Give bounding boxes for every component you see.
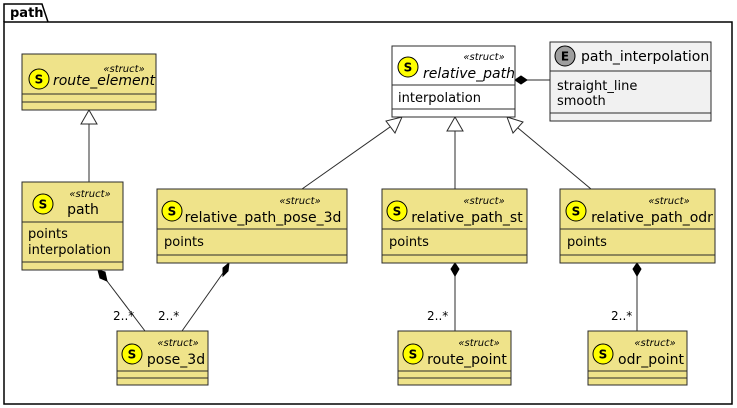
class-name: odr_point [618,352,684,368]
stereotype-label: «struct» [458,338,499,349]
class-name: route_element [53,73,156,89]
multiplicity-labels: 2..* 2..* 2..* 2..* [113,309,632,323]
class-name: route_point [427,352,507,368]
stereotype-label: «struct» [157,338,198,349]
class-route-point[interactable]: S «struct» route_point [397,330,512,386]
struct-badge-icon [121,343,143,365]
attribute-interpolation: interpolation [398,91,481,106]
badge-letter: S [128,348,137,362]
attribute-points: points [164,235,204,250]
stereotype-label: «struct» [279,196,320,207]
attribute-points: points [567,235,607,250]
class-name: relative_path_pose_3d [185,210,342,226]
edge-odr-extends-relative-path [517,127,592,190]
struct-badge-icon [32,193,54,215]
stereotype-label: «struct» [463,52,504,63]
class-name: path [67,202,99,218]
stereotype-label: «struct» [463,196,504,207]
stereotype-label: «struct» [69,189,110,200]
class-relative-path-pose-3d[interactable]: S «struct» relative_path_pose_3d points [156,188,348,264]
multiplicity-label: 2..* [611,309,632,323]
class-name: relative_path_st [411,210,523,226]
struct-badge-icon [402,343,424,365]
enum-path-interpolation[interactable]: E path_interpolation straight_line smoot… [549,41,712,122]
generalization-edges [80,108,592,190]
composition-diamond [514,75,528,85]
generalization-arrow [506,116,524,134]
badge-letter: S [404,61,413,75]
class-path[interactable]: S «struct» path points interpolation [21,181,124,271]
badge-letter: S [393,205,402,219]
class-odr-point[interactable]: S «struct» odr_point [587,330,688,386]
class-relative-path[interactable]: S «struct» relative_path interpolation [391,45,516,118]
package-tab [3,3,49,23]
badge-letter: E [561,50,569,64]
struct-badge-icon [386,200,408,222]
edge-pose-3d-path-extends-relative-path [301,126,391,190]
class-name: path_interpolation [581,49,709,65]
class-relative-path-st[interactable]: S «struct» relative_path_st points [381,188,528,264]
stereotype-label: «struct» [634,338,675,349]
composition-edges [97,75,642,332]
enum-value: straight_line [557,79,637,94]
class-name: pose_3d [147,352,205,368]
struct-badge-icon [565,200,587,222]
badge-letter: S [599,348,608,362]
attribute-points: points [389,235,429,250]
class-name: relative_path_odr [591,210,713,226]
generalization-arrow [80,108,98,125]
stereotype-label: «struct» [648,196,689,207]
enum-badge-icon [554,45,576,67]
struct-badge-icon [592,343,614,365]
badge-letter: S [35,73,44,87]
struct-badge-icon [28,68,50,90]
composition-diamond [632,262,642,278]
badge-letter: S [409,348,418,362]
multiplicity-label: 2..* [158,309,179,323]
composition-diamond [222,261,230,278]
class-name: relative_path [423,66,515,82]
composition-diamond [97,269,108,282]
class-route-element[interactable]: S «struct» route_element [21,53,157,111]
struct-badge-icon [397,56,419,78]
multiplicity-label: 2..* [113,309,134,323]
class-relative-path-odr[interactable]: S «struct» relative_path_odr points [559,188,716,264]
generalization-arrow [446,115,464,132]
stereotype-label: «struct» [103,64,144,75]
package-title: path [10,6,44,21]
badge-letter: S [39,198,48,212]
badge-letter: S [168,205,177,219]
badge-letter: S [572,205,581,219]
enum-value: smooth [557,94,606,109]
multiplicity-label: 2..* [427,309,448,323]
struct-badge-icon [161,200,183,222]
attribute-points: points [28,227,68,242]
edge-path-to-pose-3d [106,280,146,332]
generalization-arrow [385,116,403,134]
edge-pose-3d-path-to-pose-3d [181,272,224,332]
composition-diamond [450,262,460,278]
class-pose-3d[interactable]: S «struct» pose_3d [116,330,209,386]
attribute-interpolation: interpolation [28,243,111,258]
